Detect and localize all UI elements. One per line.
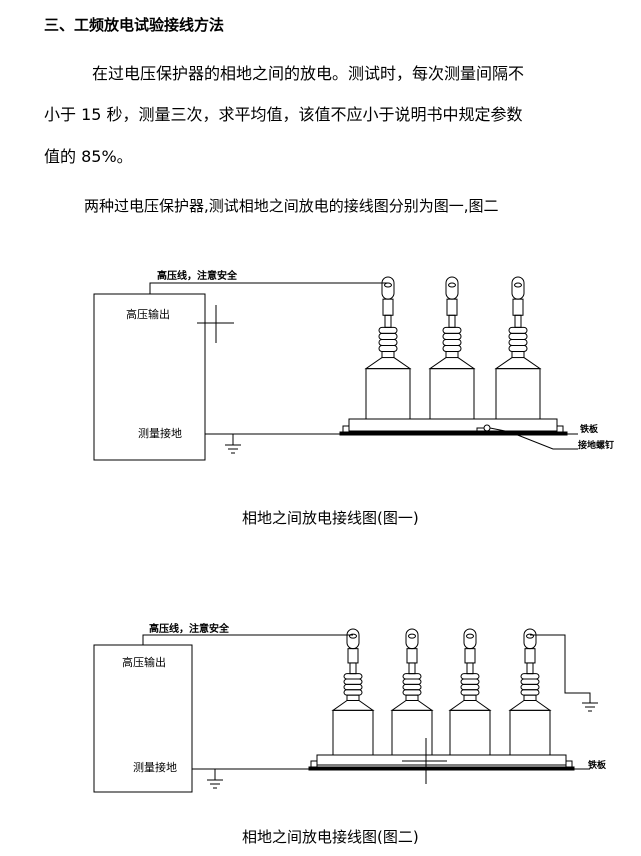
figure-1-diagram: 高压线，注意安全 高压输出 测量接地 铁板 接地螺钉 xyxy=(93,269,614,461)
high-voltage-wire xyxy=(149,282,388,294)
wire-label: 高压线，注意安全 xyxy=(149,622,230,635)
paragraph-line-1: 在过电压保护器的相地之间的放电。测试时，每次测量间隔不 xyxy=(92,64,525,83)
ground-label: 测量接地 xyxy=(138,427,182,440)
ground-label: 测量接地 xyxy=(133,761,177,774)
paragraph-line-2: 小于 15 秒，测量三次，求平均值，该值不应小于说明书中规定参数 xyxy=(44,105,523,124)
iron-plate-base xyxy=(339,418,578,450)
iron-plate-base xyxy=(308,754,575,771)
surge-protector-insulator xyxy=(508,628,552,756)
paragraph-line-3: 值的 85%。 xyxy=(44,147,133,166)
intro-text: 两种过电压保护器,测试相地之间放电的接线图分别为图一,图二 xyxy=(84,197,499,215)
surge-protector-insulator xyxy=(364,276,412,420)
ground-symbol-icon xyxy=(207,769,223,789)
crosshair-cursor-icon xyxy=(197,305,234,343)
crosshair-cursor-icon xyxy=(402,738,447,784)
wire-label: 高压线，注意安全 xyxy=(157,269,238,282)
output-label: 高压输出 xyxy=(122,655,166,669)
plate-label: 铁板 xyxy=(588,759,607,771)
ground-symbol-icon xyxy=(225,434,241,454)
section-heading: 三、工频放电试验接线方法 xyxy=(44,16,225,34)
surge-protector-insulator xyxy=(428,276,476,420)
surge-protector-insulator xyxy=(448,628,492,756)
figure-2-diagram: 高压线，注意安全 高压输出 测量接地 铁板 xyxy=(93,622,607,793)
figure-2-caption: 相地之间放电接线图(图二) xyxy=(242,828,419,846)
ground-return-wire xyxy=(530,634,591,703)
output-label: 高压输出 xyxy=(126,307,170,321)
screw-label: 接地螺钉 xyxy=(578,439,614,451)
figure-1-caption: 相地之间放电接线图(图一) xyxy=(242,509,419,527)
ground-symbol-icon xyxy=(582,702,598,712)
surge-protector-insulator xyxy=(331,628,375,756)
high-voltage-wire xyxy=(142,634,353,645)
surge-protector-insulator xyxy=(494,276,542,420)
surge-protector-insulator xyxy=(390,628,434,756)
plate-label: 铁板 xyxy=(580,423,599,435)
